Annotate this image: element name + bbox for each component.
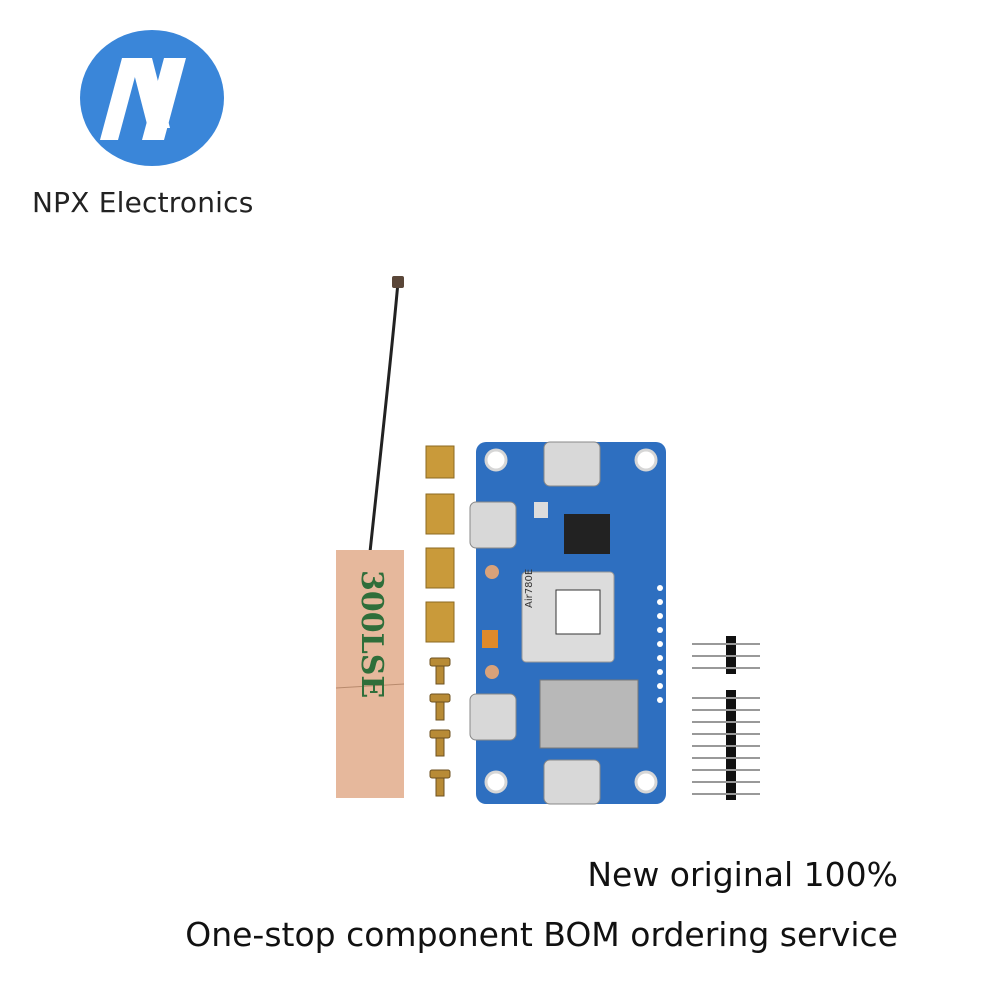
npx-n-logo-icon	[80, 30, 224, 166]
module-label: Air780E	[524, 569, 535, 608]
lte-module-kit-image: 300LSE Air780E	[335, 276, 760, 805]
brand-name: NPX Electronics	[32, 186, 254, 219]
antenna-label: 300LSE	[354, 570, 389, 698]
tagline-original: New original 100%	[587, 855, 898, 894]
tagline-bom-service: One-stop component BOM ordering service	[185, 915, 898, 954]
